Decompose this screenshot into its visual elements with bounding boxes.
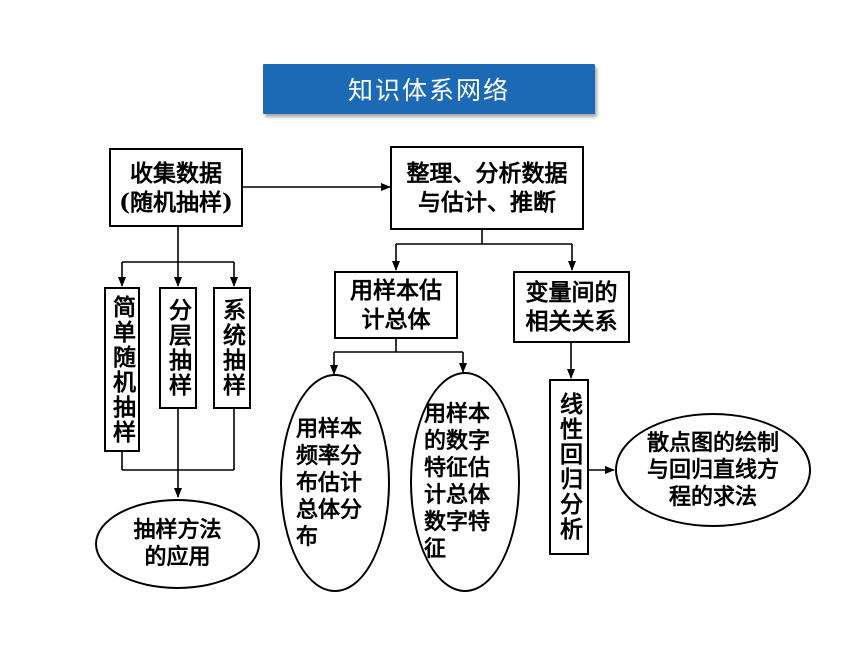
linear-regression-box: 线性回归分析: [549, 379, 589, 555]
systematic-sampling-label: 系统抽样: [218, 298, 246, 398]
stratified-sampling-box: 分层抽样: [159, 287, 197, 409]
collect-data-box: 收集数据 (随机抽样): [109, 148, 243, 227]
simple-random-sampling-label: 简单随机抽样: [108, 294, 136, 445]
sampling-application-ellipse: 抽样方法 的应用: [95, 499, 260, 589]
simple-random-sampling-box: 简单随机抽样: [104, 287, 140, 452]
numerical-features-label: 用样本的数字特征估计总体数字特征: [424, 401, 491, 562]
organize-data-box: 整理、分析数据 与估计、推断: [390, 146, 584, 230]
correlation-label: 变量间的 相关关系: [525, 279, 618, 335]
numerical-features-ellipse: 用样本的数字特征估计总体数字特征: [410, 372, 520, 592]
stratified-sampling-label: 分层抽样: [164, 298, 192, 398]
estimate-population-label: 用样本估 计总体: [350, 277, 442, 333]
linear-regression-label: 线性回归分析: [555, 392, 583, 542]
sampling-application-label: 抽样方法 的应用: [133, 517, 222, 570]
frequency-distribution-ellipse: 用样本频率分布估计总体分布: [280, 374, 390, 592]
systematic-sampling-box: 系统抽样: [213, 287, 251, 409]
estimate-population-box: 用样本估 计总体: [334, 271, 458, 339]
page-title: 知识体系网络: [347, 76, 510, 105]
scatter-plot-ellipse: 散点图的绘制 与回归直线方 程的求法: [615, 413, 811, 527]
scatter-plot-label: 散点图的绘制 与回归直线方 程的求法: [646, 429, 779, 510]
frequency-distribution-label: 用样本频率分布估计总体分布: [296, 415, 363, 550]
organize-data-label: 整理、分析数据 与估计、推断: [406, 160, 568, 216]
title-bar: 知识体系网络: [263, 64, 595, 114]
correlation-box: 变量间的 相关关系: [513, 271, 630, 343]
collect-data-label: 收集数据 (随机抽样): [119, 159, 233, 216]
